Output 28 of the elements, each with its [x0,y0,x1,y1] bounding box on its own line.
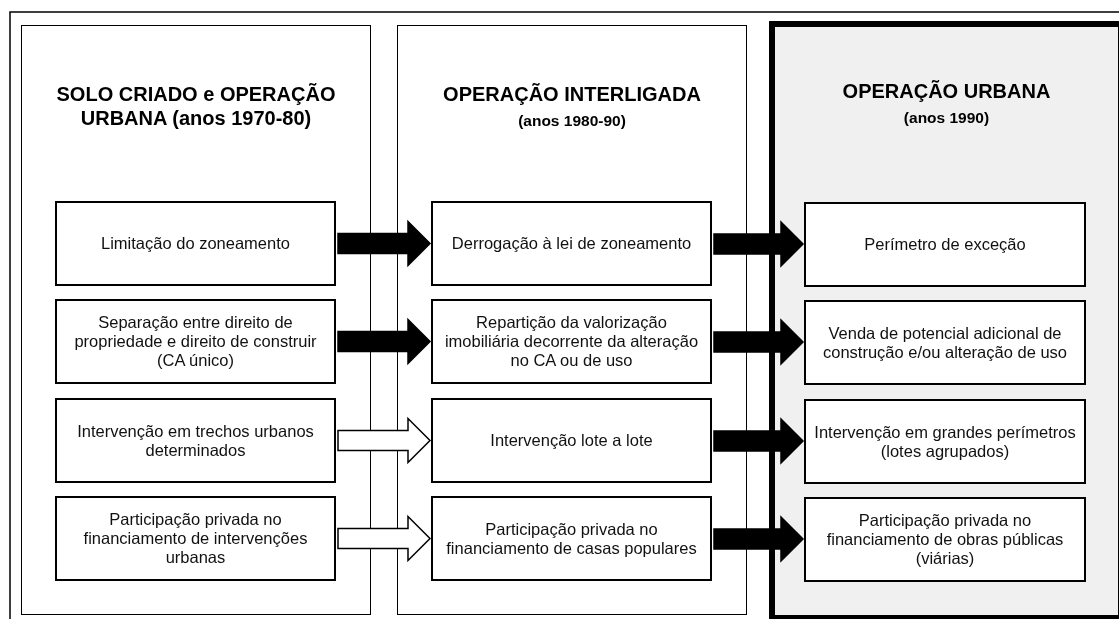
block-arrow [713,318,805,366]
column-heading: OPERAÇÃO URBANA [841,79,1052,103]
concept-box: Derrogação à lei de zoneamento [431,201,712,286]
concept-box: Intervenção em trechos urbanos determinados [55,398,336,483]
block-arrow [337,219,432,268]
block-arrow [713,417,805,465]
block-arrow [337,317,432,366]
period-label: (anos 1980-90) [517,112,627,130]
concept-box: Separação entre direito de propriedade e direito de construir (CA único) [55,299,336,384]
concept-box: Repartição da valorização imobiliária decorrente da alteração no CA ou de uso [431,299,712,384]
block-arrow [713,220,805,268]
concept-box: Limitação do zoneamento [55,201,336,286]
concept-box: Venda de potencial adicional de construção e/ou alteração de uso [804,300,1086,385]
column-panel [397,25,747,615]
block-arrow [337,416,432,465]
column-heading: SOLO CRIADO e OPERAÇÃO URBANA (anos 1970-80) [55,82,337,130]
period-label: (anos 1990) [902,109,991,127]
concept-box: Participação privada no financiamento de casas populares [431,496,712,581]
concept-box: Perímetro de exceção [804,202,1086,287]
column-panel [769,21,1119,619]
block-arrow [713,515,805,563]
concept-box: Intervenção em grandes perímetros (lotes agrupados) [804,399,1086,484]
concept-box: Participação privada no financiamento de intervenções urbanas [55,496,336,581]
column-panel [21,25,371,615]
concept-box: Intervenção lote a lote [431,398,712,483]
block-arrow [337,514,432,563]
concept-box: Participação privada no financiamento de obras públicas (viárias) [804,497,1086,582]
column-heading: OPERAÇÃO INTERLIGADA [442,82,702,106]
